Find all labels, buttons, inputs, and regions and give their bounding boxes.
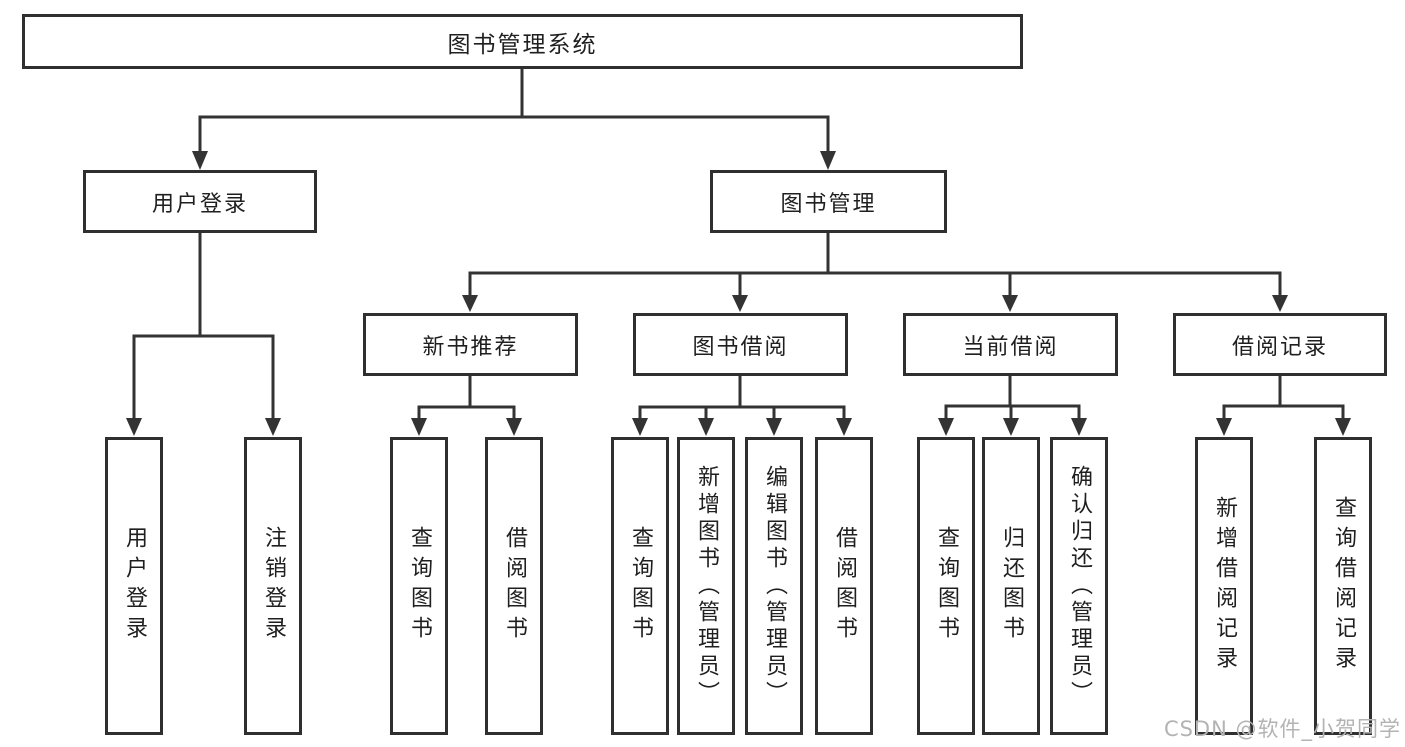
node-book-management-module: 图书管理 xyxy=(710,170,947,233)
node-book-borrowing: 图书借阅 xyxy=(633,313,848,376)
watermark: CSDN @软件_小贺同学 xyxy=(1163,717,1401,741)
connector-book-mgmt-to-level3 xyxy=(462,231,1288,312)
node-borrowing-records: 借阅记录 xyxy=(1173,313,1387,376)
connector-book-borrow-to-leaves xyxy=(632,374,852,436)
node-leaf-borrow-books-2: 借阅图书 xyxy=(815,437,873,735)
node-leaf-query-books-1: 查询图书 xyxy=(390,437,448,735)
node-leaf-query-books-3: 查询图书 xyxy=(917,437,975,735)
node-library-system: 图书管理系统 xyxy=(22,14,1023,69)
node-leaf-user-login: 用户登录 xyxy=(105,437,163,735)
node-leaf-query-borrow-record: 查询借阅记录 xyxy=(1314,437,1372,735)
connector-current-borrow-to-leaves xyxy=(938,374,1087,436)
connector-root-to-level2 xyxy=(192,67,836,170)
node-user-login-module: 用户登录 xyxy=(83,170,317,233)
connector-borrow-records-to-leaves xyxy=(1216,374,1351,436)
node-leaf-edit-books-admin: 编辑图书（管理员） xyxy=(745,437,803,735)
connector-user-login-to-children xyxy=(126,231,281,436)
node-leaf-add-books-admin: 新增图书（管理员） xyxy=(677,437,735,735)
node-current-borrowing: 当前借阅 xyxy=(903,313,1118,376)
node-new-book-recommend: 新书推荐 xyxy=(363,313,578,376)
node-leaf-logout: 注销登录 xyxy=(244,437,302,735)
node-leaf-return-books: 归还图书 xyxy=(982,437,1040,735)
node-leaf-add-borrow-record: 新增借阅记录 xyxy=(1195,437,1253,735)
connector-new-book-rec-to-leaves xyxy=(411,374,522,436)
node-leaf-query-books-2: 查询图书 xyxy=(611,437,669,735)
node-leaf-confirm-return-admin: 确认归还（管理员） xyxy=(1050,437,1108,735)
node-leaf-borrow-books-1: 借阅图书 xyxy=(485,437,543,735)
